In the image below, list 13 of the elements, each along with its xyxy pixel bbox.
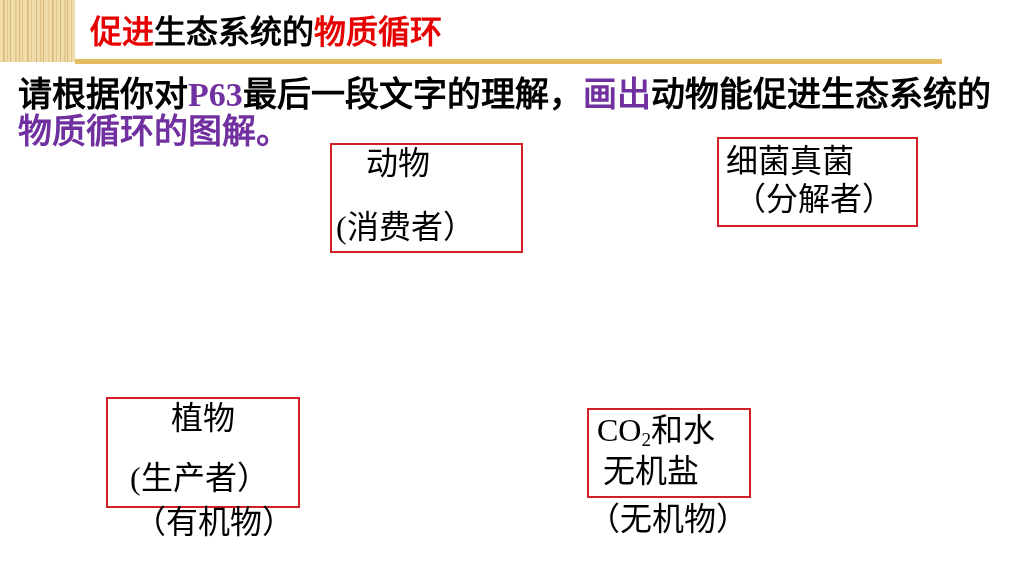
category-box bbox=[330, 143, 523, 253]
side-note: （无机物） bbox=[588, 500, 748, 539]
box-subtitle: （分解者） bbox=[734, 180, 894, 219]
category-box bbox=[717, 137, 918, 227]
box-subtitle: (生产者） bbox=[130, 459, 269, 498]
box-heading: 细菌真菌 bbox=[726, 142, 854, 181]
box-heading: 植物 bbox=[171, 399, 235, 438]
slide-title: 促进生态系统的物质循环 bbox=[90, 13, 442, 52]
category-box bbox=[587, 408, 751, 498]
box-heading: CO$_{2}$和水 bbox=[597, 411, 716, 450]
box-subtitle: 无机盐 bbox=[603, 452, 699, 491]
box-subtitle: (消费者） bbox=[336, 208, 475, 247]
side-note: （有机物） bbox=[134, 503, 294, 542]
